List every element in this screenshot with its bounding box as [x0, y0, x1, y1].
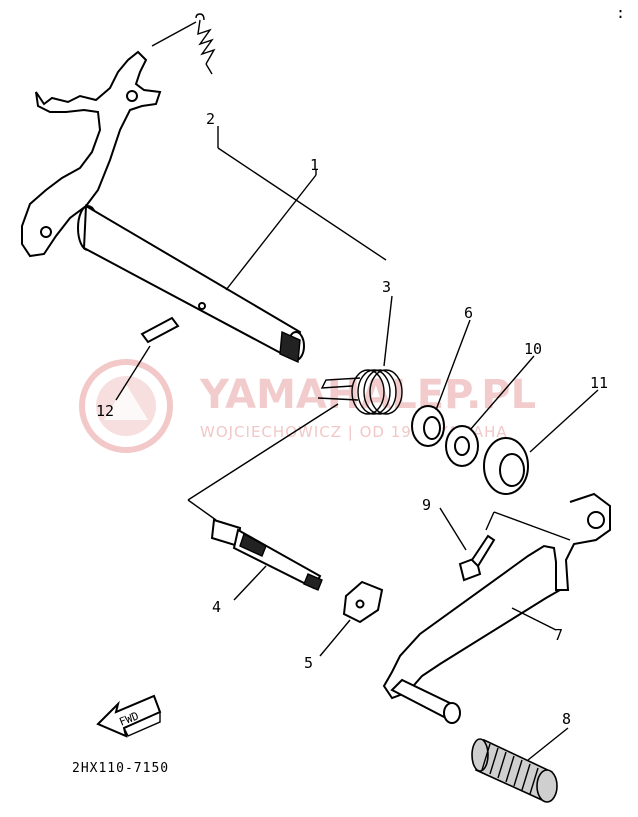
callout-9: 9	[422, 496, 431, 514]
corner-mark: :	[616, 4, 625, 22]
callout-8: 8	[562, 710, 571, 728]
part-6-collar	[411, 405, 445, 447]
part-2-spring	[151, 13, 216, 75]
part-1-shift-shaft	[21, 50, 305, 364]
leader-lines	[115, 126, 599, 761]
part-3-torsion-spring	[317, 369, 403, 415]
callout-2: 2	[206, 110, 215, 128]
callouts: 2 1 3 6 10 11 12 9 4 7 5 8	[96, 110, 608, 728]
part-code: 2HX110-7150	[72, 761, 169, 776]
callout-6: 6	[464, 304, 473, 322]
part-10-washer	[445, 425, 479, 467]
fwd-arrow-icon: FWD	[96, 694, 162, 738]
part-12-pin	[140, 316, 180, 344]
part-5-plate	[342, 580, 384, 624]
callout-10: 10	[524, 340, 542, 358]
callout-3: 3	[382, 278, 391, 296]
part-11-seal	[483, 437, 529, 495]
callout-1: 1	[310, 156, 319, 174]
part-4-bolt	[210, 518, 323, 591]
callout-11: 11	[590, 374, 608, 392]
part-7-shift-pedal	[382, 492, 611, 724]
watermark-brand: YAMAHALEP.PL	[199, 372, 536, 418]
callout-4: 4	[212, 598, 221, 616]
part-8-rubber	[471, 738, 558, 803]
callout-7: 7	[554, 626, 563, 644]
part-9-bolt	[458, 534, 496, 582]
watermark-logo-icon	[79, 359, 173, 453]
callout-12: 12	[96, 402, 114, 420]
callout-5: 5	[304, 654, 313, 672]
